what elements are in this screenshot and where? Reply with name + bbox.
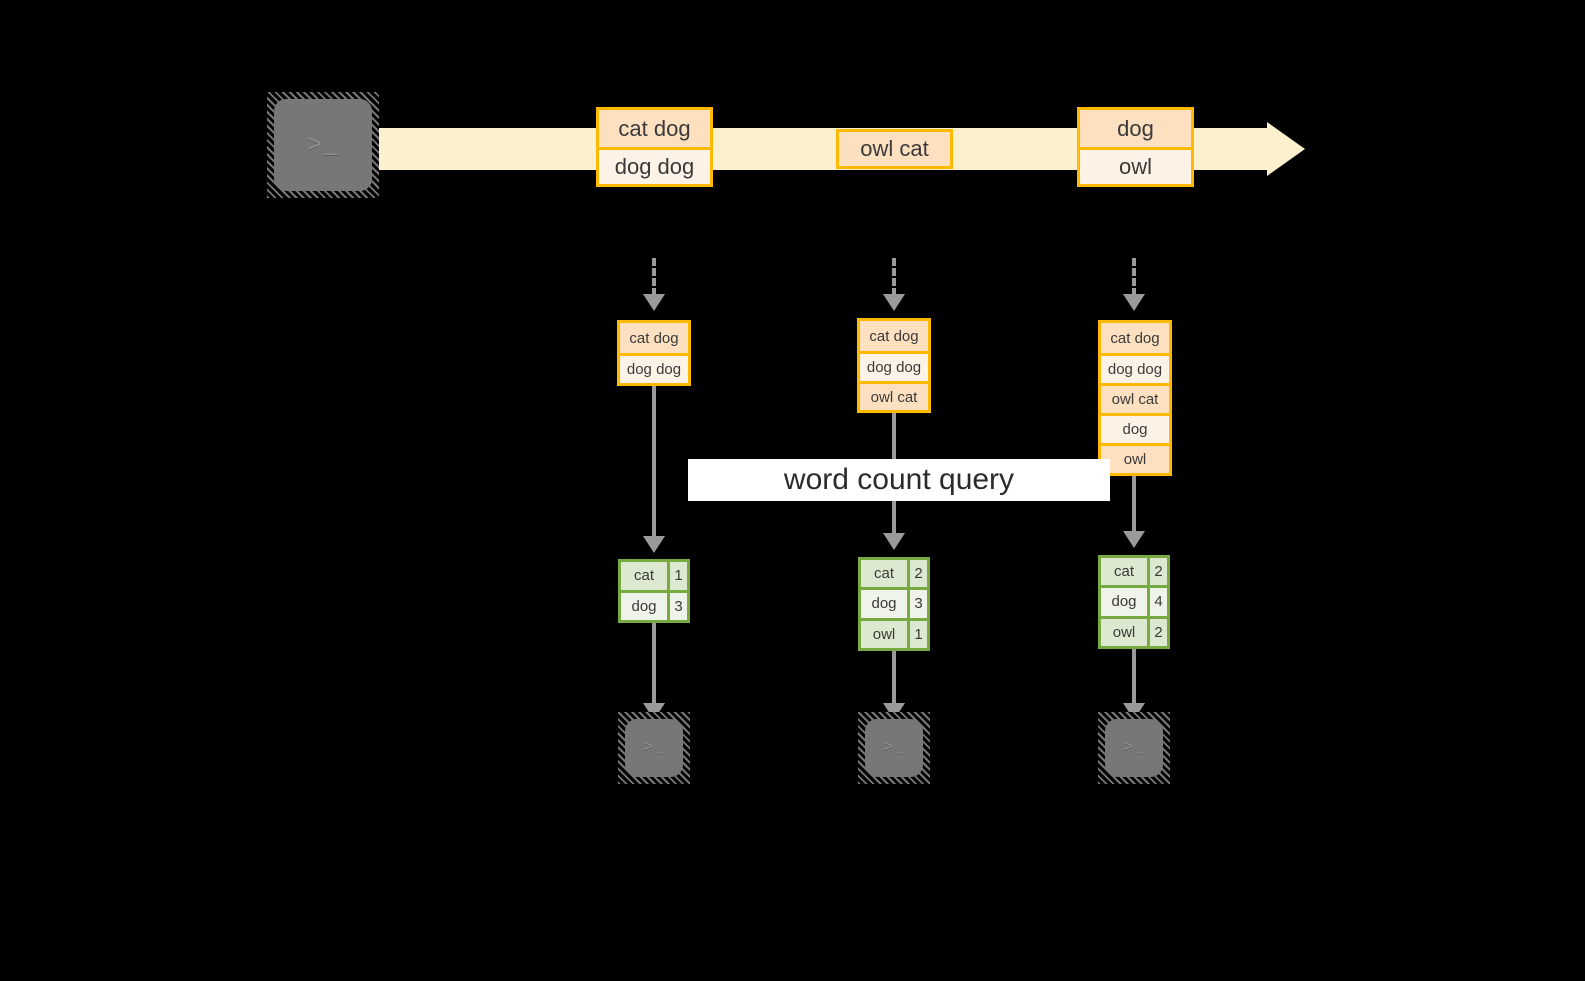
word-count-query-band: word count query bbox=[688, 459, 1110, 501]
sink-terminal-icon-2[interactable]: >_ bbox=[858, 712, 930, 784]
stream-record-2: owl cat bbox=[836, 129, 953, 169]
snapshot-2-stack: cat dog dog dog owl cat bbox=[857, 318, 931, 413]
stream-to-snapshot-2-arrowhead bbox=[883, 294, 905, 311]
stream-to-snapshot-1-arrowhead bbox=[643, 294, 665, 311]
result-count: 2 bbox=[1147, 558, 1167, 586]
terminal-body: >_ bbox=[1105, 719, 1163, 777]
stream-record-line: owl bbox=[1080, 147, 1191, 184]
result-word: owl bbox=[861, 620, 907, 648]
result-row: dog 3 bbox=[861, 587, 927, 618]
stream-record-line: dog bbox=[1080, 110, 1191, 147]
snapshot-row: cat dog bbox=[1101, 323, 1169, 353]
snapshot-row: dog bbox=[1101, 413, 1169, 443]
result-word: cat bbox=[861, 560, 907, 588]
stream-to-snapshot-3-dashed-line bbox=[1132, 258, 1136, 296]
stream-record-line: cat dog bbox=[599, 110, 710, 147]
snapshot-row: dog dog bbox=[1101, 353, 1169, 383]
result-row: owl 2 bbox=[1101, 615, 1167, 646]
result-2-to-sink-line bbox=[892, 651, 896, 705]
result-row: cat 2 bbox=[861, 560, 927, 588]
sink-terminal-icon-1[interactable]: >_ bbox=[618, 712, 690, 784]
stream-to-snapshot-3-arrowhead bbox=[1123, 294, 1145, 311]
sink-terminal-icon-3[interactable]: >_ bbox=[1098, 712, 1170, 784]
snapshot-3-to-result-line bbox=[1132, 476, 1136, 533]
result-1-to-sink-line bbox=[652, 623, 656, 705]
result-count: 1 bbox=[667, 562, 687, 590]
terminal-prompt-glyph: >_ bbox=[1122, 738, 1146, 758]
result-count: 2 bbox=[907, 560, 927, 588]
result-row: dog 3 bbox=[621, 589, 687, 620]
result-word: owl bbox=[1101, 618, 1147, 646]
stream-arrow-head bbox=[1267, 122, 1305, 176]
snapshot-3-stack: cat dog dog dog owl cat dog owl bbox=[1098, 320, 1172, 476]
snapshot-row: cat dog bbox=[620, 323, 688, 353]
snapshot-row: owl cat bbox=[1101, 383, 1169, 413]
result-count: 2 bbox=[1147, 618, 1167, 646]
stream-record-1: cat dog dog dog bbox=[596, 107, 713, 187]
snapshot-row: owl cat bbox=[860, 381, 928, 410]
stream-to-snapshot-1-dashed-line bbox=[652, 258, 656, 296]
stream-record-line: owl cat bbox=[839, 132, 950, 166]
result-3-to-sink-line bbox=[1132, 649, 1136, 705]
terminal-prompt-glyph: >_ bbox=[882, 738, 906, 758]
result-count: 3 bbox=[907, 590, 927, 618]
result-row: cat 1 bbox=[621, 562, 687, 590]
result-table-3: cat 2 dog 4 owl 2 bbox=[1098, 555, 1170, 649]
result-word: dog bbox=[861, 590, 907, 618]
snapshot-row: dog dog bbox=[620, 353, 688, 383]
snapshot-row: dog dog bbox=[860, 351, 928, 381]
snapshot-row: owl bbox=[1101, 443, 1169, 473]
result-table-2: cat 2 dog 3 owl 1 bbox=[858, 557, 930, 651]
result-row: owl 1 bbox=[861, 617, 927, 648]
result-count: 4 bbox=[1147, 588, 1167, 616]
terminal-body: >_ bbox=[625, 719, 683, 777]
word-count-query-label: word count query bbox=[783, 463, 1015, 496]
result-count: 1 bbox=[907, 620, 927, 648]
snapshot-1-to-result-line bbox=[652, 386, 656, 538]
source-terminal-icon[interactable]: >_ bbox=[267, 92, 379, 198]
snapshot-3-to-result-arrowhead bbox=[1123, 531, 1145, 548]
result-word: dog bbox=[621, 592, 667, 620]
result-word: cat bbox=[1101, 558, 1147, 586]
terminal-prompt-glyph: >_ bbox=[306, 130, 340, 160]
result-word: dog bbox=[1101, 588, 1147, 616]
stream-record-line: dog dog bbox=[599, 147, 710, 184]
stream-record-3: dog owl bbox=[1077, 107, 1194, 187]
snapshot-row: cat dog bbox=[860, 321, 928, 351]
result-row: dog 4 bbox=[1101, 585, 1167, 616]
snapshot-2-to-result-arrowhead bbox=[883, 533, 905, 550]
result-table-1: cat 1 dog 3 bbox=[618, 559, 690, 623]
result-word: cat bbox=[621, 562, 667, 590]
terminal-body: >_ bbox=[865, 719, 923, 777]
snapshot-1-stack: cat dog dog dog bbox=[617, 320, 691, 386]
result-row: cat 2 bbox=[1101, 558, 1167, 586]
snapshot-1-to-result-arrowhead bbox=[643, 536, 665, 553]
result-count: 3 bbox=[667, 592, 687, 620]
stream-to-snapshot-2-dashed-line bbox=[892, 258, 896, 296]
terminal-body: >_ bbox=[274, 99, 372, 191]
terminal-prompt-glyph: >_ bbox=[642, 738, 666, 758]
